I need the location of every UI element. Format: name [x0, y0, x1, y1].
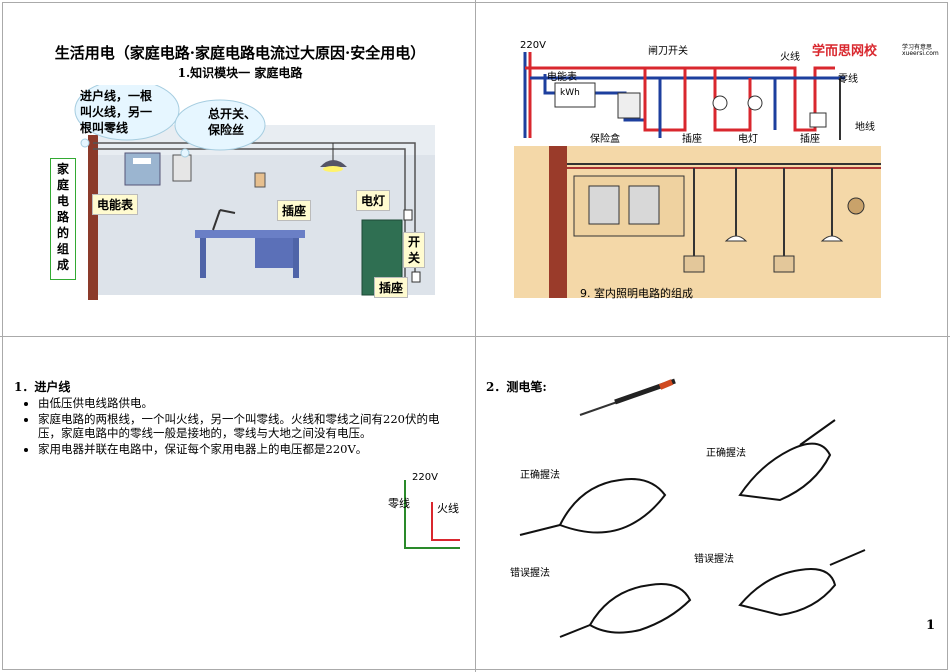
- diagram-kwh: kWh: [560, 88, 580, 98]
- photo-caption: 9. 室内照明电路的组成: [580, 287, 693, 300]
- side-label-box: 家 庭 电 路 的 组 成: [50, 158, 76, 280]
- horizontal-divider: [0, 336, 950, 337]
- bullet-2: 家庭电路的两根线，一个叫火线，另一个叫零线。火线和零线之间有220伏的电压，家庭…: [38, 412, 462, 440]
- label-socket: 插座: [277, 200, 312, 221]
- cloud2-line1: 总开关、: [208, 107, 257, 121]
- diagram-live: 火线: [780, 52, 800, 63]
- diagram-meter: 电能表: [547, 72, 577, 83]
- brand-logo-text: 学而思网校: [812, 44, 878, 59]
- page-number: 1: [926, 618, 936, 633]
- voltage-wire-diagram: [404, 480, 460, 549]
- side-char-4: 路: [56, 210, 69, 224]
- room-wiring-photo: [514, 146, 881, 298]
- wiring-diagram: [523, 52, 845, 140]
- label-lamp: 电灯: [356, 190, 391, 211]
- diagram-socket2: 插座: [800, 134, 820, 145]
- brand-url: xueersi.com: [902, 50, 939, 57]
- label-switch: 开 关: [403, 232, 426, 268]
- cloud1-line1: 进户线，一根: [80, 89, 153, 103]
- side-char-3: 电: [56, 194, 69, 208]
- side-char-1: 家: [56, 162, 69, 176]
- slide1-title: 生活用电（家庭电路·家庭电路电流过大原因·安全用电）: [54, 44, 426, 62]
- label-wrong-2: 错误握法: [694, 554, 734, 565]
- label-correct-1: 正确握法: [520, 470, 560, 481]
- diagram-neutral-label: 零线: [388, 497, 410, 510]
- diagram-neutral: 零线: [838, 74, 858, 85]
- bullet-1: 由低压供电线路供电。: [38, 396, 462, 410]
- diagram-socket: 插座: [682, 134, 702, 145]
- cloud1-line2: 叫火线，另一: [80, 105, 153, 119]
- label-socket2: 插座: [374, 277, 409, 298]
- label-switch-1: 开: [408, 235, 421, 249]
- diagram-lamp: 电灯: [738, 134, 758, 145]
- cloud1-line3: 根叫零线: [80, 121, 129, 135]
- slide3-bullets: 由低压供电线路供电。 家庭电路的两根线，一个叫火线，另一个叫零线。火线和零线之间…: [22, 396, 462, 458]
- label-switch-2: 关: [408, 251, 421, 265]
- slide3-heading: 1．进户线: [14, 380, 71, 394]
- diagram-220v: 220V: [412, 472, 438, 483]
- slide4-heading: 2．测电笔:: [486, 380, 547, 394]
- label-correct-2: 正确握法: [706, 448, 746, 459]
- label-wrong-1: 错误握法: [510, 568, 550, 579]
- label-meter: 电能表: [92, 194, 139, 215]
- side-char-6: 组: [56, 242, 69, 256]
- bullet-3: 家用电器并联在电路中，保证每个家用电器上的电压都是220V。: [38, 442, 462, 456]
- side-char-5: 的: [56, 226, 69, 240]
- diagram-live-label: 火线: [437, 502, 459, 515]
- diagram-fuse-box: 保险盒: [590, 134, 620, 145]
- brand-small-text: 学习有意思: [902, 44, 933, 51]
- diagram-ground: 地线: [855, 122, 875, 133]
- diagram-knife-switch: 闸刀开关: [648, 46, 688, 57]
- diagram-voltage: 220V: [520, 40, 546, 51]
- side-char-7: 成: [56, 258, 69, 272]
- slide1-subtitle: 1.知识模块一 家庭电路: [177, 66, 303, 80]
- cloud2-line2: 保险丝: [208, 123, 245, 137]
- side-char-2: 庭: [56, 178, 69, 192]
- test-pen-illustrations: [519, 378, 866, 638]
